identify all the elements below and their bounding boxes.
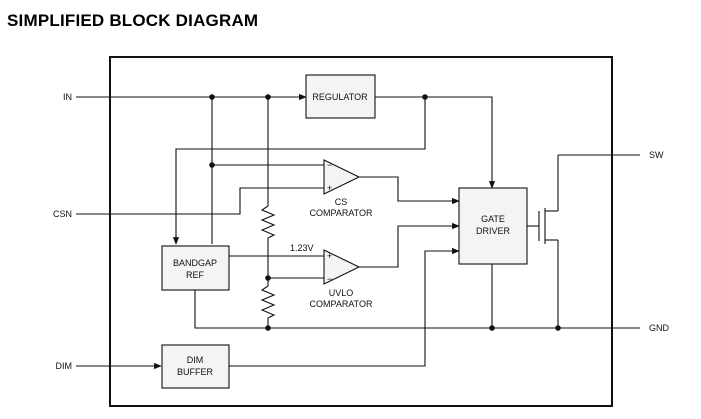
ref-voltage-label: 1.23V [290, 243, 314, 253]
uvlo-comparator-label-1: UVLO [329, 288, 354, 298]
dim-buffer-label-2: BUFFER [177, 367, 214, 377]
uvlo-plus-sign: + [327, 251, 332, 261]
mosfet-switch [538, 155, 559, 328]
cs-comparator-label-2: COMPARATOR [309, 208, 373, 218]
uvlo-output-wire [359, 222, 460, 268]
dim-buffer-label-1: DIM [187, 355, 204, 365]
cs-minus-sign: − [327, 160, 332, 170]
junction-dots [209, 94, 561, 331]
gate-driver-label-1: GATE [481, 214, 505, 224]
bandgap-label-2: REF [186, 270, 205, 280]
dim-buffer-output-wire [229, 247, 460, 367]
cs-comparator [323, 159, 361, 195]
csn-wire [76, 187, 324, 215]
resistor-top [260, 205, 276, 239]
cs-output-wire [359, 176, 460, 205]
regulator-output-wire [375, 96, 496, 189]
cs-comparator-label-1: CS [335, 197, 348, 207]
bandgap-label-1: BANDGAP [173, 258, 217, 268]
regulator-label: REGULATOR [312, 92, 368, 102]
bandgap-ref-block [161, 245, 230, 291]
pin-csn-label: CSN [53, 209, 72, 219]
regulator-block [305, 74, 376, 119]
pin-sw-label: SW [649, 150, 664, 160]
ic-boundary [109, 56, 613, 407]
diagram-title: SIMPLIFIED BLOCK DIAGRAM [7, 11, 259, 30]
pin-gnd-label: GND [649, 323, 670, 333]
cs-plus-sign: + [327, 183, 332, 193]
uvlo-comparator [323, 249, 361, 285]
pin-dim-label: DIM [56, 361, 73, 371]
uvlo-comparator-label-2: COMPARATOR [309, 299, 373, 309]
regulator-to-bandgap-wire [172, 97, 426, 245]
uvlo-minus-sign: − [327, 274, 332, 284]
dim-buffer-block [161, 344, 230, 389]
gnd-wire [194, 290, 640, 329]
resistor-bottom [260, 285, 276, 319]
pin-in-label: IN [63, 92, 72, 102]
gate-driver-label-2: DRIVER [476, 226, 511, 236]
